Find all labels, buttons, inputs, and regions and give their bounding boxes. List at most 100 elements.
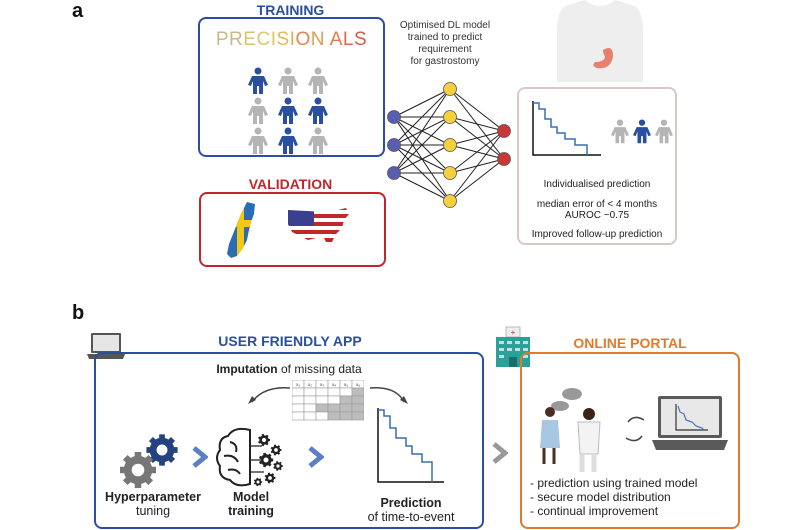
step3-rest: of time-to-event: [367, 510, 455, 524]
training-people-grid: [248, 67, 328, 154]
logo-letter: A: [329, 29, 343, 50]
curve-axes: [532, 101, 601, 156]
nn-node: [387, 138, 401, 152]
nn-edge: [449, 158, 505, 202]
table-cell: [351, 403, 364, 413]
sync-arrows-icon: [625, 416, 645, 442]
app-title: USER FRIENDLY APP: [218, 333, 362, 349]
table-header: x₅: [344, 382, 348, 387]
portal-laptop-icon: [652, 396, 728, 450]
nn-node: [387, 110, 401, 124]
output-people-icons: [611, 119, 673, 144]
step1-rest: tuning: [135, 504, 171, 518]
logo-letter: N: [310, 29, 325, 50]
step1-bold: Hyperparameter: [105, 490, 201, 504]
nn-edge: [393, 88, 451, 146]
table-cell: [339, 395, 353, 405]
table-cell: [303, 403, 317, 413]
table-header: x₂: [308, 382, 312, 387]
table-header: x₄: [332, 382, 336, 387]
table-cell: [327, 411, 341, 421]
torso-stomach-icon: [557, 0, 643, 82]
person-icon: [308, 67, 328, 94]
auroc-text: AUROC ~0.75: [564, 210, 630, 221]
panel-b-label: b: [72, 302, 85, 324]
gear-hole: [274, 448, 278, 452]
person-icon: [308, 97, 328, 124]
survival-step-line: [378, 409, 433, 482]
model-training-label: Model training: [216, 490, 286, 518]
person-icon: [248, 67, 268, 94]
nn-edge: [449, 116, 505, 132]
logo-letter: S: [276, 29, 290, 50]
hyperparameter-label: Hyperparameter tuning: [98, 490, 208, 518]
nn-edge: [393, 144, 451, 174]
imputation-text: Imputation of missing data: [96, 362, 482, 376]
portal-bullet: - secure model distribution: [530, 490, 671, 504]
usa-map-icon: [288, 208, 349, 246]
step2-bold: Model: [232, 490, 270, 504]
chevron-right-icon: [492, 442, 508, 464]
nn-node: [387, 166, 401, 180]
table-header: x₆: [356, 382, 360, 387]
logo-letter: P: [215, 29, 230, 50]
table-cell: [292, 387, 305, 397]
table-cell: [303, 395, 317, 405]
logo-letter: I: [270, 29, 277, 50]
model-caption-line: requirement: [418, 44, 472, 55]
brain-gears-icon: [216, 427, 283, 487]
gear-hole: [263, 457, 269, 463]
patient-doctor-icon: [540, 388, 601, 472]
nn-edge: [449, 130, 505, 174]
survival-curve-icon: [532, 101, 601, 156]
portal-box: - prediction using trained model - secur…: [520, 352, 740, 529]
gear-hole: [156, 444, 168, 456]
nn-node: [443, 194, 457, 208]
person-icon: [633, 119, 651, 144]
gear-hole: [261, 437, 267, 443]
panel-a-label: a: [72, 0, 84, 22]
prediction-label: Prediction of time-to-event: [351, 496, 471, 524]
table-cell: [327, 387, 341, 397]
gears-icon: [120, 434, 178, 488]
follow-up-text: Improved follow-up prediction: [531, 229, 663, 240]
sweden-map-icon: [227, 202, 255, 258]
curve-axes: [377, 408, 444, 483]
portal-bullet: - prediction using trained model: [530, 476, 698, 490]
precision-als-logo: PRECISION ALS: [200, 29, 383, 51]
gear-hole: [276, 464, 280, 468]
validation-title: VALIDATION: [248, 176, 333, 192]
table-cell: [315, 403, 329, 413]
person-icon: [278, 127, 298, 154]
step3-bold: Prediction: [380, 496, 442, 510]
nn-edge: [393, 116, 451, 174]
table-cell: [327, 403, 341, 413]
model-caption: Optimised DL model trained to predict re…: [385, 20, 505, 68]
validation-box: [199, 192, 386, 267]
table-cell: [351, 411, 364, 421]
table-cell: [315, 411, 329, 421]
nn-edge: [449, 88, 505, 132]
table-cell: [339, 411, 353, 421]
table-cell: [292, 403, 305, 413]
chevron-right-icon: [192, 446, 208, 468]
time-to-event-curve-icon: [377, 408, 444, 483]
neural-network-diagram: [387, 82, 511, 208]
small-gear: [270, 444, 282, 456]
model-caption-line: for gastrostomy: [410, 56, 480, 67]
logo-letter: R: [229, 29, 244, 50]
portal-title: ONLINE PORTAL: [573, 335, 687, 351]
gear-hole: [131, 463, 145, 477]
imputation-bold: Imputation: [216, 362, 278, 376]
table-header: x₃: [320, 382, 324, 387]
logo-letter: O: [295, 29, 311, 50]
logo-letter: S: [353, 29, 368, 50]
table-cell: [351, 395, 364, 405]
curved-arrow-right-icon: [369, 387, 408, 404]
table-cell: [303, 411, 317, 421]
training-title: TRAINING: [256, 2, 325, 18]
nn-edge: [393, 88, 451, 174]
nn-node: [443, 110, 457, 124]
nn-node: [443, 166, 457, 180]
